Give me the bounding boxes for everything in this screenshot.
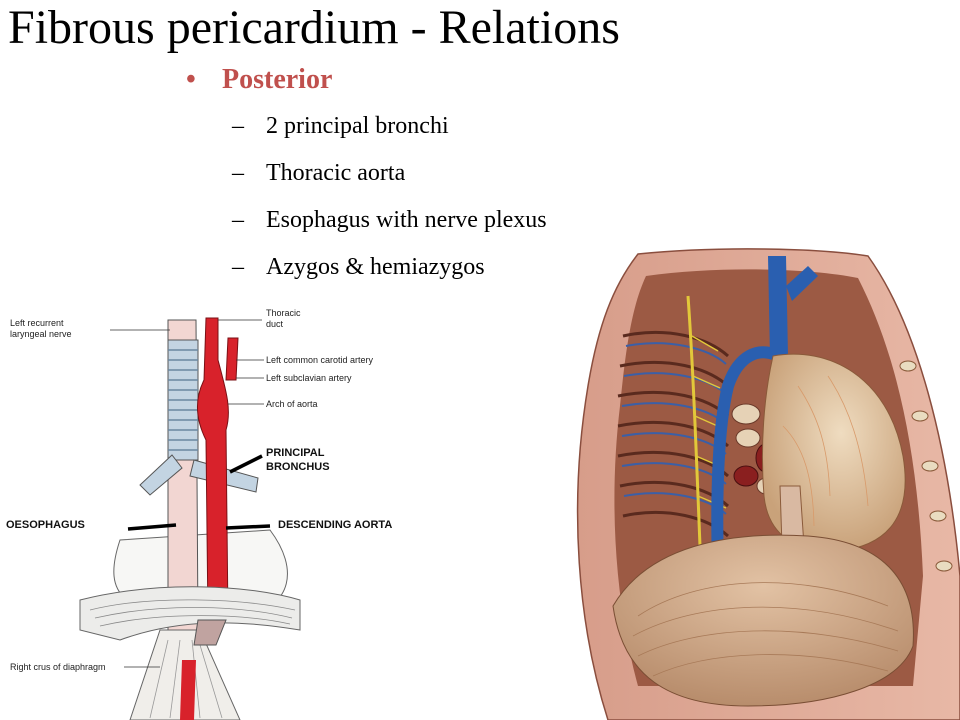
abdominal-aorta: [180, 660, 196, 720]
left-common-carotid: [225, 337, 239, 381]
subitem: –Esophagus with nerve plexus: [232, 202, 547, 249]
sympathetic-trunk: [686, 295, 702, 547]
brachiocephalic-vein: [786, 266, 818, 301]
subitem-list: –2 principal bronchi –Thoracic aorta –Es…: [232, 108, 547, 296]
label-arch: Arch of aorta: [266, 399, 318, 409]
subitem-text: Thoracic aorta: [266, 160, 406, 186]
subitem-text: 2 principal bronchi: [266, 113, 449, 139]
label-oesophagus: OESOPHAGUS: [6, 519, 85, 531]
label-left-recurrent-1: Left recurrent: [10, 318, 64, 328]
cut-rib-ends: [899, 360, 953, 572]
label-principal-bronchus-2: BRONCHUS: [266, 461, 330, 473]
diaphragm: [79, 586, 301, 641]
label-thoracic-duct-1: Thoracic: [266, 308, 301, 318]
label-subclavian: Left subclavian artery: [266, 373, 352, 383]
label-left-recurrent-2: laryngeal nerve: [10, 329, 72, 339]
bullet-label: Posterior: [222, 64, 333, 95]
label-principal-bronchus-1: PRINCIPAL: [266, 447, 325, 459]
dash-icon: –: [232, 113, 244, 139]
diaphragm-dome: [612, 534, 914, 707]
bullet-posterior: • Posterior: [186, 60, 332, 100]
thorax-dissection-illustration: [576, 248, 960, 720]
right-bronchus: [139, 454, 183, 496]
label-carotid: Left common carotid artery: [266, 355, 374, 365]
dash-icon: –: [232, 207, 244, 233]
subitem: –2 principal bronchi: [232, 108, 547, 155]
subitem: –Azygos & hemiazygos: [232, 249, 547, 296]
bullet-dot-icon: •: [186, 64, 196, 95]
subitem-text: Esophagus with nerve plexus: [266, 207, 547, 233]
label-thoracic-duct-2: duct: [266, 319, 284, 329]
label-descending-aorta: DESCENDING AORTA: [278, 519, 392, 531]
subitem: –Thoracic aorta: [232, 155, 547, 202]
dash-icon: –: [232, 160, 244, 186]
azygos-vein: [711, 346, 784, 572]
trachea: [167, 339, 199, 461]
subitem-text: Azygos & hemiazygos: [266, 254, 485, 280]
slide-title: Fibrous pericardium - Relations: [8, 1, 620, 54]
superior-vena-cava: [768, 256, 788, 358]
posterior-relations-diagram: Left recurrent laryngeal nerve Thoracic …: [0, 300, 400, 720]
dash-icon: –: [232, 254, 244, 280]
label-right-crus: Right crus of diaphragm: [10, 662, 106, 672]
aortic-hiatus: [193, 619, 227, 646]
